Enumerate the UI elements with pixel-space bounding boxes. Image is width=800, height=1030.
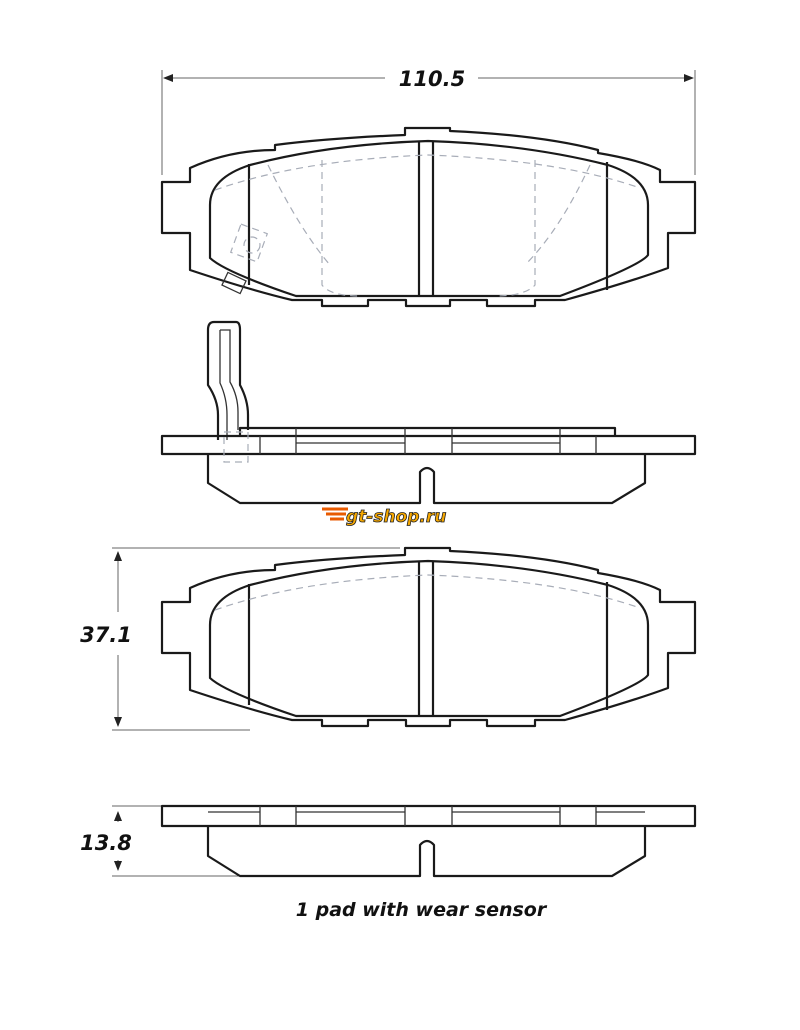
pad-side-view [160,804,697,878]
width-label: 110.5 [399,67,465,91]
thickness-label: 13.8 [80,831,132,855]
caption: 1 pad with wear sensor [296,899,548,921]
pad-front-view-bottom [160,546,697,728]
width-dimension: 110.5 [161,67,696,175]
gt-shop-logo: gt-shop.ru [322,507,447,527]
wear-sensor-tab [221,271,247,295]
pad-front-view-top [160,126,697,308]
svg-text:gt-shop.ru: gt-shop.ru [346,507,446,527]
thickness-dimension: 13.8 [80,805,260,877]
pad-side-view-with-sensor [160,320,697,505]
height-dimension: 37.1 [80,547,400,731]
height-label: 37.1 [80,623,132,647]
